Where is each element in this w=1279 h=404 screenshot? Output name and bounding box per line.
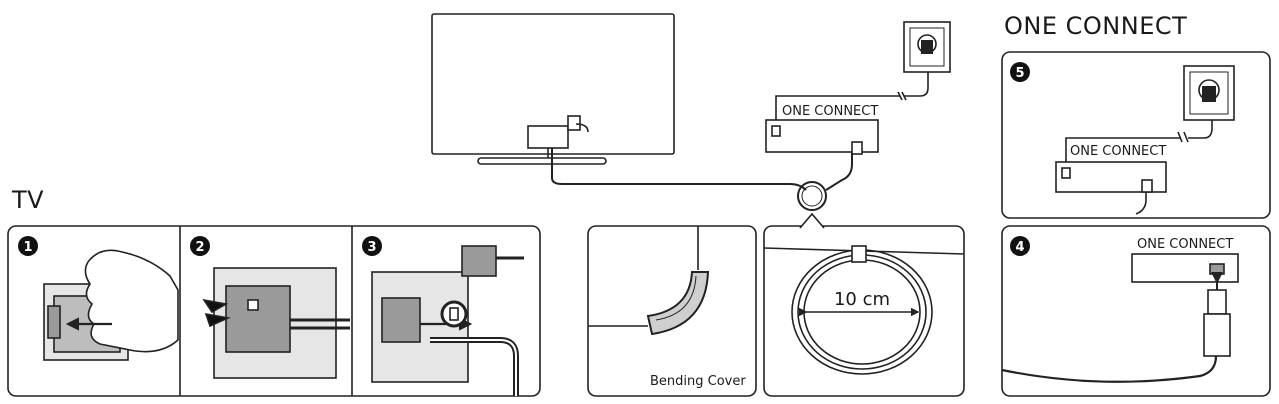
loop-diameter-label: 10 cm [834, 289, 890, 310]
one-connect-label-step4: ONE CONNECT [1137, 237, 1233, 252]
step-1: 1 [18, 236, 179, 361]
tv-heading: TV [12, 186, 45, 214]
hand [84, 249, 179, 353]
one-connect-heading: ONE CONNECT [1004, 12, 1188, 40]
step-1-number: 1 [23, 240, 32, 255]
step-2: 2 [190, 236, 350, 379]
one-connect-label-step5: ONE CONNECT [1070, 144, 1166, 159]
step-4-panel [1001, 225, 1271, 397]
tv-overview [431, 13, 853, 211]
step-5-panel [1001, 51, 1271, 219]
step-2-number: 2 [195, 240, 204, 255]
step-5: 5 [1010, 62, 1030, 82]
one-connect-label-top: ONE CONNECT [782, 104, 878, 119]
step-3-number: 3 [367, 240, 376, 255]
bending-cover-panel [587, 225, 757, 397]
one-connect-box-top [765, 21, 951, 155]
tv-connector [567, 115, 581, 131]
step-5-number: 5 [1015, 66, 1024, 81]
step-4-number: 4 [1015, 240, 1024, 255]
tv-back-bracket [527, 125, 569, 149]
bending-cover-label: Bending Cover [650, 374, 746, 389]
tv-stand [477, 157, 607, 165]
cable-loop-panel [763, 212, 965, 397]
step-4: 4 [1010, 236, 1030, 256]
cable-loop-marker [797, 181, 827, 211]
step-3: 3 [362, 236, 524, 396]
